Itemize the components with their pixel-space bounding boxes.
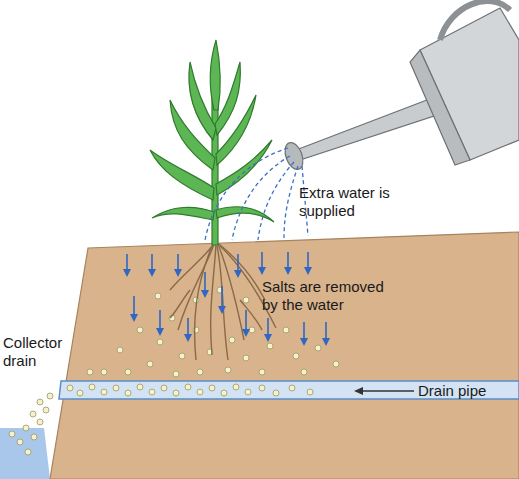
- callout-label: Extra water is supplied: [299, 184, 391, 220]
- drain-pipe: [59, 381, 519, 399]
- callout-label: Salts are removed by the water: [262, 278, 397, 314]
- watering-can: [282, 1, 519, 172]
- collector-water: [0, 428, 50, 479]
- soil-block: [50, 232, 519, 479]
- callout-label: Drain pipe: [418, 382, 518, 400]
- pointer-arrow: [356, 390, 414, 391]
- plant-roots: [170, 244, 276, 360]
- callout-label: Collector drain: [3, 334, 73, 370]
- water-spray: [205, 148, 308, 240]
- plant-leaves: [150, 40, 274, 245]
